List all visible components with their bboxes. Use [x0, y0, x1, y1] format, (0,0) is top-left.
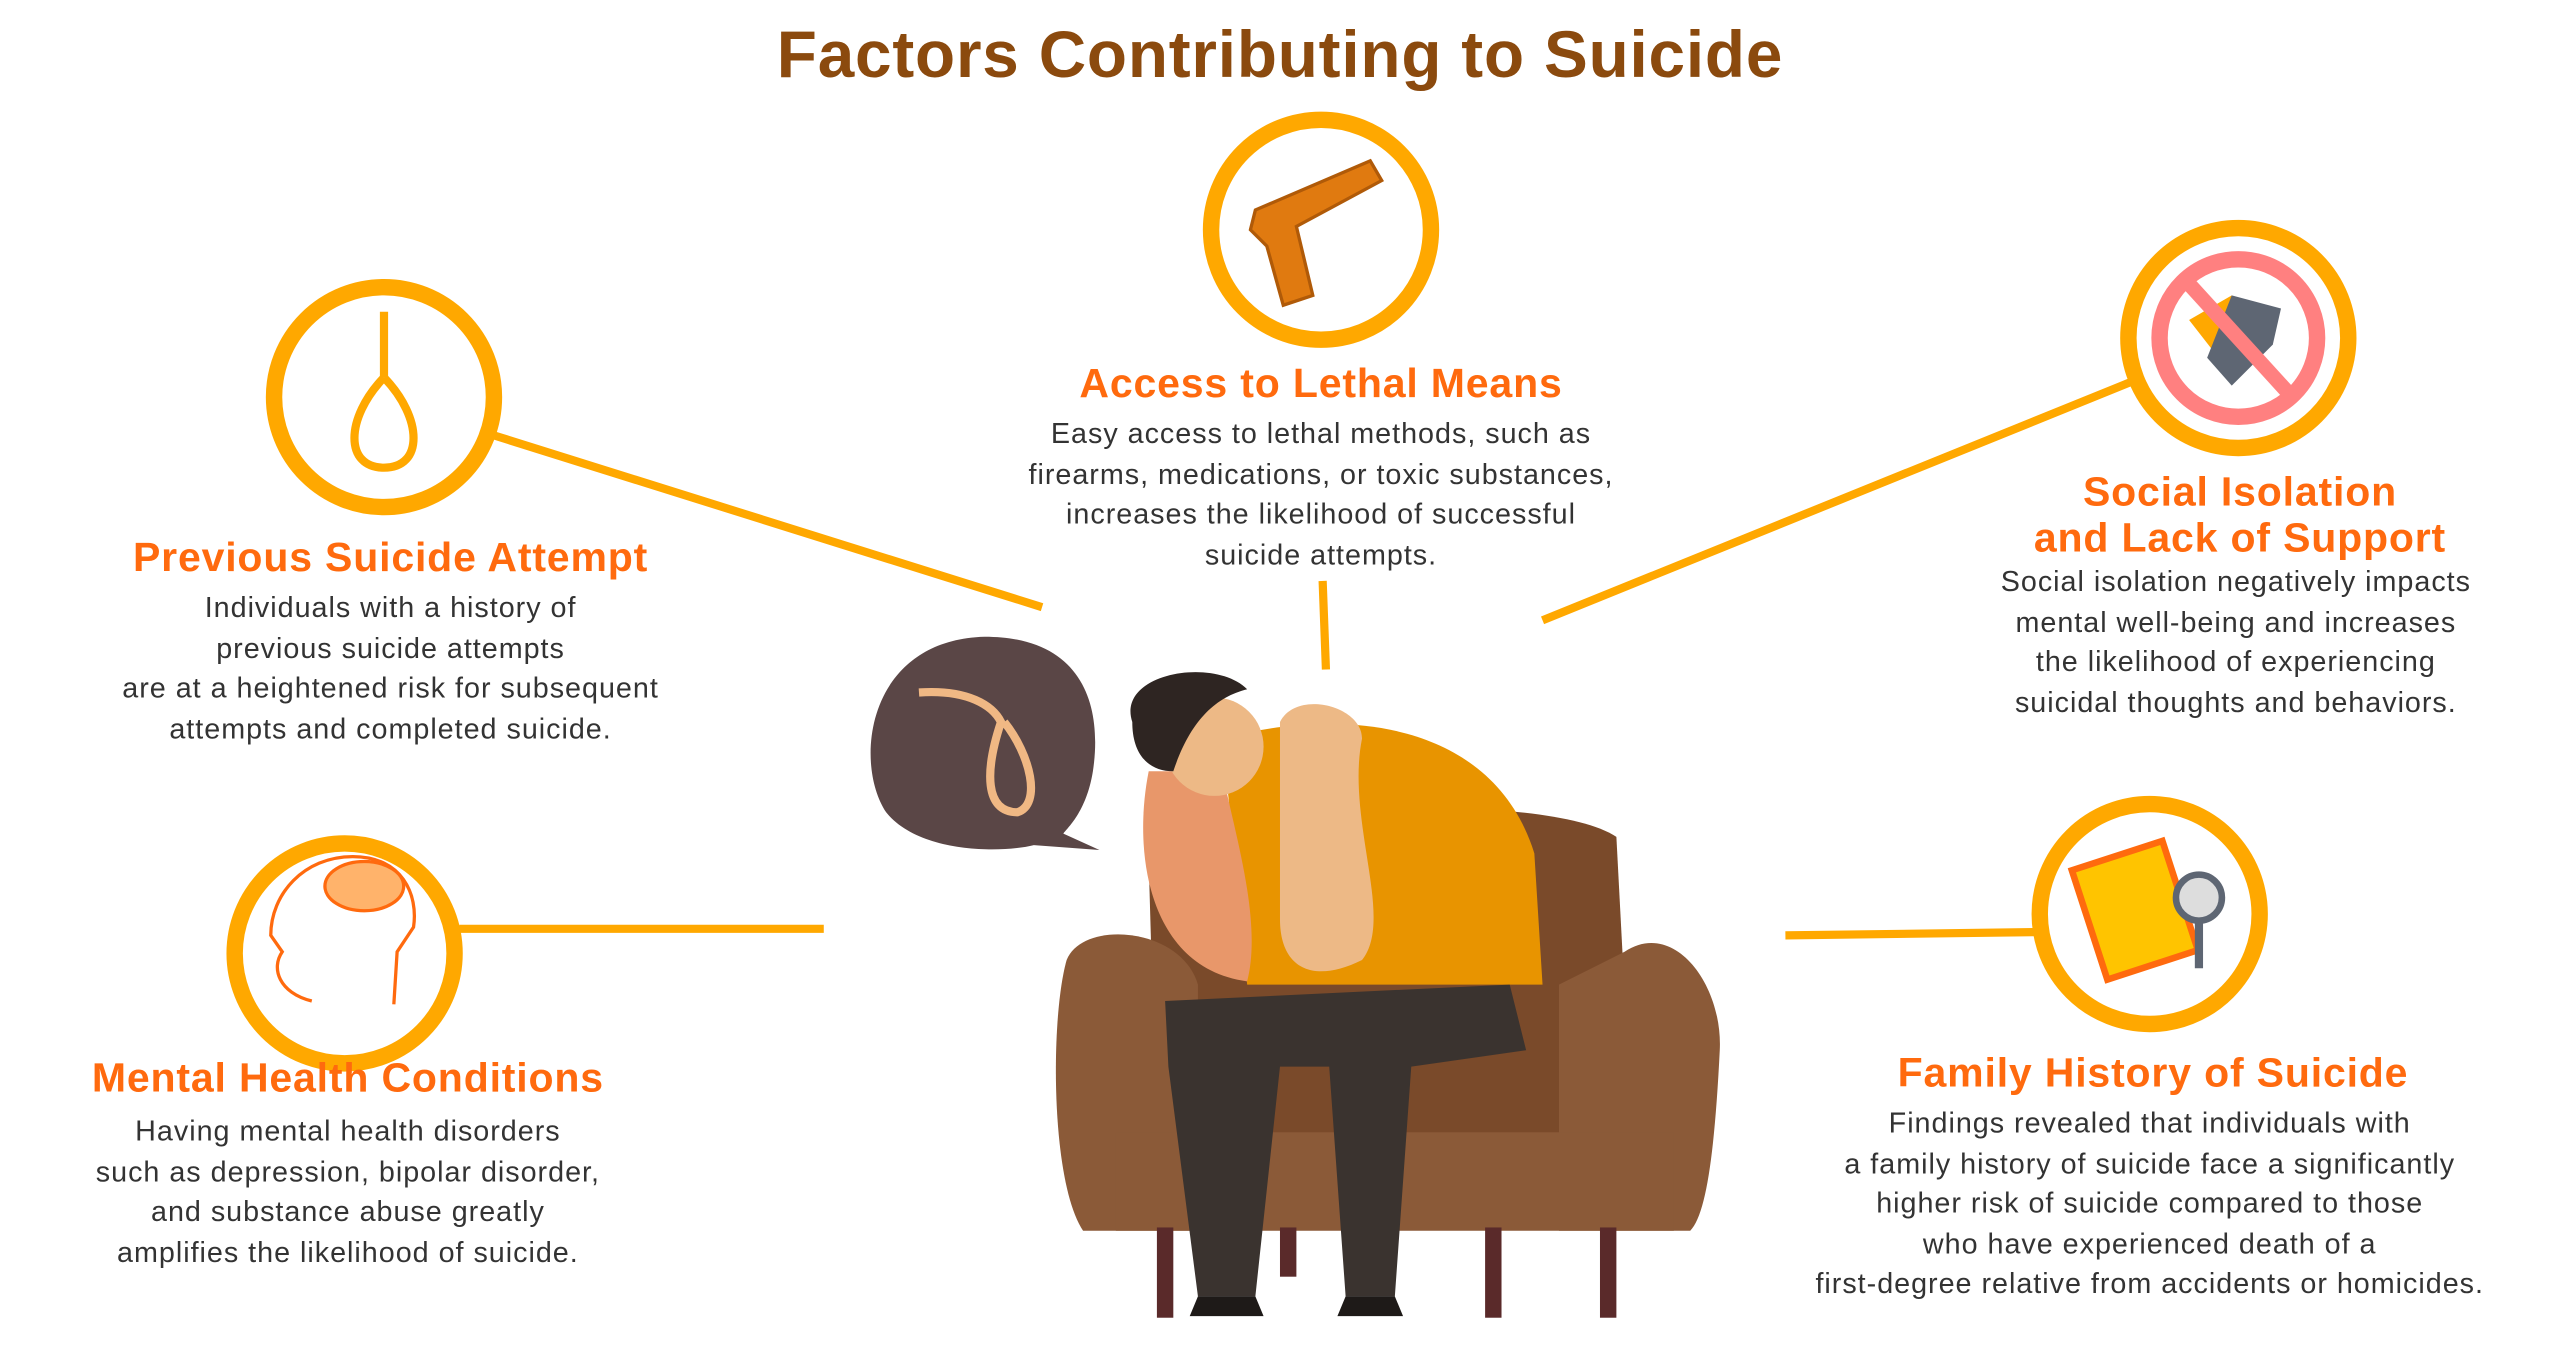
text-line: mental well-being and increases — [2015, 604, 2457, 638]
text-line: the likelihood of experiencing — [2035, 644, 2436, 678]
text-line: Easy access to lethal methods, such as — [1050, 416, 1592, 450]
family-book-icon — [2067, 836, 2226, 984]
speech-bubble-noose — [870, 636, 1100, 851]
text-line: and substance abuse greatly — [150, 1194, 545, 1228]
text-lethal-means: Easy access to lethal methods, such as f… — [886, 414, 1756, 575]
heading-family-history: Family History of Suicide — [1897, 1050, 2409, 1097]
text-line: Having mental health disorders — [135, 1114, 561, 1148]
text-line: suicide attempts. — [1204, 537, 1438, 571]
heading-previous-attempt: Previous Suicide Attempt — [132, 534, 649, 581]
heading-line: and Lack of Support — [2033, 515, 2447, 562]
connector-previous-attempt — [491, 430, 1044, 612]
heading-line: Social Isolation — [2082, 469, 2397, 516]
text-previous-attempt: Individuals with a history of previous s… — [0, 587, 781, 748]
no-handshake-icon — [2151, 251, 2326, 426]
heading-mental-health: Mental Health Conditions — [91, 1055, 604, 1102]
connector-family-history — [1785, 927, 2039, 940]
text-line: Social isolation negatively impacts — [2000, 564, 2471, 598]
text-line: Findings revealed that individuals with — [1888, 1106, 2411, 1139]
distressed-person — [1130, 672, 1543, 1317]
text-line: a family history of suicide face a signi… — [1844, 1146, 2456, 1180]
text-line: who have experienced death of a — [1922, 1226, 2377, 1260]
heading-lethal-means: Access to Lethal Means — [1079, 361, 1563, 407]
text-line: Individuals with a history of — [204, 590, 577, 624]
noose-icon-ring — [265, 278, 503, 516]
text-mental-health: Having mental health disorders such as d… — [0, 1111, 696, 1272]
connector-lines — [459, 378, 2132, 940]
text-line: increases the likelihood of successful — [1066, 497, 1576, 531]
noose-icon — [350, 311, 418, 472]
connector-lethal-means — [1318, 580, 1331, 670]
text-family-history: Findings revealed that individuals with … — [1739, 1103, 2559, 1304]
text-line: amplifies the likelihood of suicide. — [117, 1234, 579, 1268]
text-social-isolation: Social isolation negatively impacts ment… — [1904, 561, 2560, 722]
text-line: suicidal thoughts and behaviors. — [2014, 685, 2457, 718]
text-line: attempts and completed suicide. — [169, 711, 612, 745]
connector-social-isolation — [1540, 378, 2132, 625]
gun-icon — [1248, 158, 1384, 308]
page-title: Factors Contributing to Suicide — [776, 19, 1784, 92]
text-line: such as depression, bipolar disorder, — [95, 1154, 600, 1188]
gun-icon-ring — [1202, 111, 1440, 348]
brain-head-icon — [269, 854, 416, 1005]
text-line: higher risk of suicide compared to those — [1876, 1186, 2424, 1220]
text-line: first-degree relative from accidents or … — [1815, 1266, 2484, 1300]
heading-social-isolation: Social Isolation and Lack of Support — [1904, 469, 2560, 561]
text-line: are at a heightened risk for subsequent — [122, 671, 659, 704]
text-line: previous suicide attempts — [216, 630, 565, 664]
text-line: firearms, medications, or toxic substanc… — [1028, 457, 1614, 490]
